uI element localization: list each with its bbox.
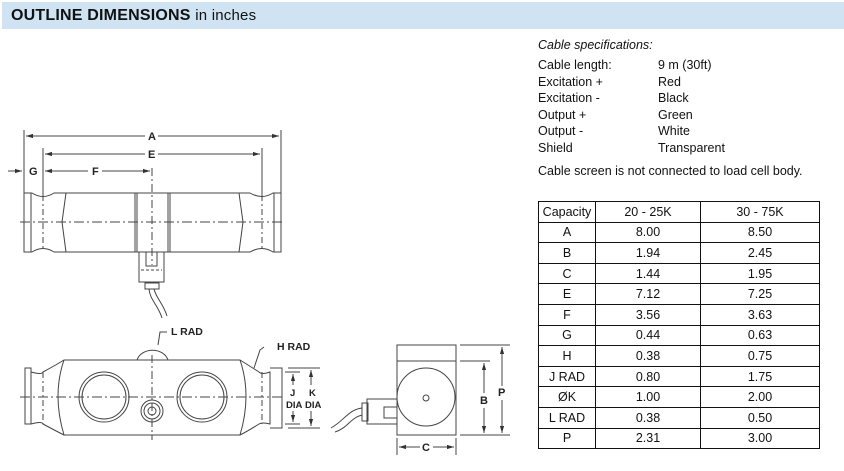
label-g: G <box>29 166 38 178</box>
dim-value: 0.80 <box>595 365 701 388</box>
dim-value: 3.63 <box>700 303 820 326</box>
dim-label: B <box>538 242 596 264</box>
dim-label: P <box>538 427 596 450</box>
outline-drawing: A E F G L RAD H RAD J DI <box>8 130 510 455</box>
dim-label: G <box>538 324 596 347</box>
section-header: OUTLINE DIMENSIONS in inches <box>2 2 844 29</box>
cable-row: Output + Green <box>538 108 803 125</box>
dim-value: 0.44 <box>595 324 701 347</box>
cable-key: Excitation + <box>538 74 603 89</box>
cable-row: Cable length: 9 m (30ft) <box>538 58 803 75</box>
cable-heading: Cable specifications: <box>538 38 653 52</box>
section-title: OUTLINE DIMENSIONS in inches <box>11 7 256 25</box>
dim-value: 2.31 <box>595 427 701 450</box>
label-a: A <box>148 131 156 143</box>
top-view <box>8 130 285 319</box>
dim-label: E <box>538 283 596 305</box>
cable-row: Excitation - Black <box>538 91 803 108</box>
header-20-25k: 20 - 25K <box>595 201 701 223</box>
side-view <box>20 331 320 440</box>
dim-label: L RAD <box>538 406 596 429</box>
dim-value: 0.75 <box>700 345 820 367</box>
label-l-rad: L RAD <box>171 326 203 338</box>
label-c: C <box>422 442 430 454</box>
table-header-row: Capacity 20 - 25K 30 - 75K <box>538 201 820 223</box>
dim-value: 7.25 <box>700 283 820 305</box>
dim-value: 3.00 <box>700 427 820 450</box>
cable-value: Black <box>658 91 689 105</box>
cable-row: Output - White <box>538 124 803 141</box>
cable-value: Green <box>658 107 693 122</box>
cable-value: Red <box>658 74 681 89</box>
dim-label: J RAD <box>538 365 596 388</box>
dim-value: 8.00 <box>595 221 701 244</box>
dim-value: 0.38 <box>595 345 701 367</box>
dim-value: 1.75 <box>700 365 820 388</box>
dim-value: 8.50 <box>700 221 820 244</box>
header-30-75k: 30 - 75K <box>700 201 820 223</box>
dim-value: 0.63 <box>700 324 820 347</box>
dim-label: H <box>538 345 596 367</box>
dim-value: 7.12 <box>595 283 701 305</box>
header-capacity: Capacity <box>538 201 596 223</box>
dim-label: C <box>538 262 596 285</box>
dim-value: 1.94 <box>595 242 701 264</box>
dim-value: 0.50 <box>700 406 820 429</box>
label-h-rad: H RAD <box>277 341 311 353</box>
end-view <box>330 344 510 455</box>
label-k: K <box>309 388 316 399</box>
cable-note: Cable screen is not connected to load ce… <box>538 164 803 178</box>
cable-key: Output + <box>538 107 587 122</box>
dim-value: 1.95 <box>700 262 820 285</box>
dim-label: A <box>538 221 596 244</box>
cable-value: Transparent <box>658 140 725 155</box>
dim-value: 0.38 <box>595 406 701 429</box>
cable-key: Shield <box>538 140 573 155</box>
side-view-labels: L RAD H RAD J DIA K DIA <box>171 326 322 411</box>
cable-specifications: Cable specifications: Cable length: 9 m (… <box>538 38 803 178</box>
cable-row: Excitation + Red <box>538 75 803 92</box>
label-p: P <box>498 387 505 399</box>
cable-key: Cable length: <box>538 58 612 72</box>
label-j: J <box>290 388 295 399</box>
dim-label: F <box>538 303 596 326</box>
label-e: E <box>148 149 155 161</box>
label-j-dia: DIA <box>286 400 303 411</box>
dim-label: ØK <box>538 386 596 408</box>
label-b: B <box>480 395 488 407</box>
top-view-labels: A E F G <box>29 131 156 178</box>
cable-value: White <box>658 124 690 138</box>
cable-row: Shield Transparent <box>538 141 803 158</box>
end-view-labels: B P C <box>422 387 505 454</box>
dim-value: 3.56 <box>595 303 701 326</box>
cable-value: 9 m (30ft) <box>658 58 712 72</box>
cable-key: Output - <box>538 124 584 138</box>
dim-value: 1.00 <box>595 386 701 408</box>
cable-key: Excitation - <box>538 91 600 105</box>
dim-value: 1.44 <box>595 262 701 285</box>
dim-value: 2.45 <box>700 242 820 264</box>
title-text: OUTLINE DIMENSIONS <box>11 7 191 24</box>
title-units: in inches <box>195 7 257 24</box>
label-f: F <box>92 166 99 178</box>
dim-value: 2.00 <box>700 386 820 408</box>
label-k-dia: DIA <box>305 400 322 411</box>
